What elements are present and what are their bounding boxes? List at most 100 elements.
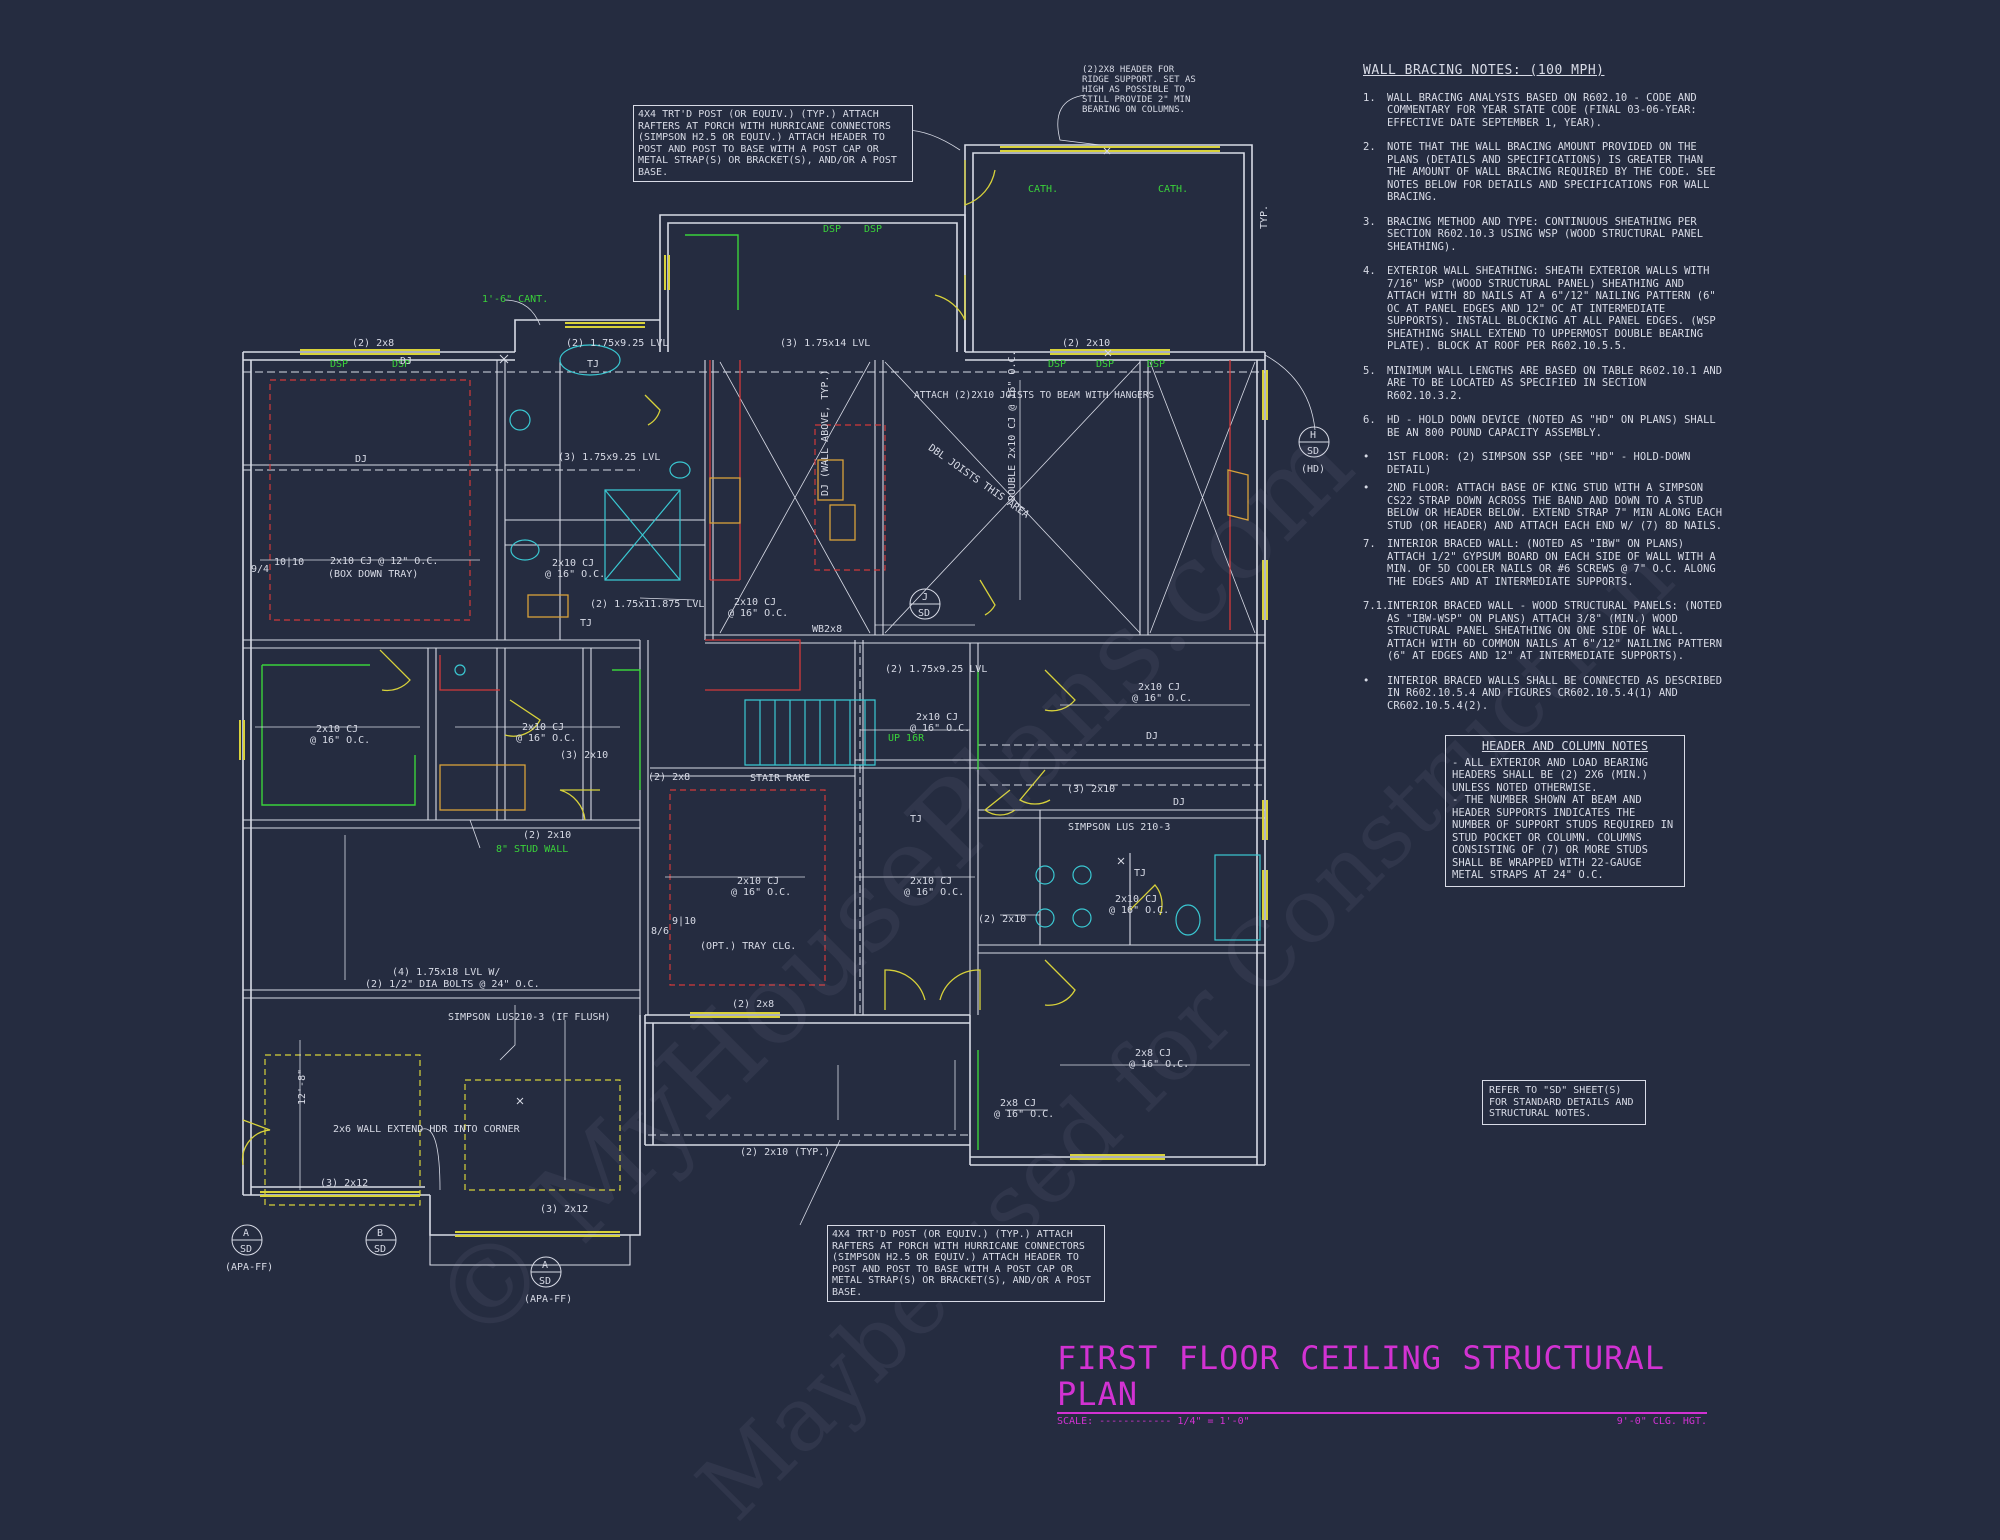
cj-label: 2x10 CJ: [522, 722, 564, 733]
cj-label: 2x10 CJ: [1115, 894, 1157, 905]
scale-label: SCALE: ------------ 1/4" = 1'-0": [1057, 1416, 1250, 1427]
dim-label: 9/4: [251, 564, 269, 575]
kitchen-fixtures: [439, 360, 1231, 691]
header-column-notes: HEADER AND COLUMN NOTES - ALL EXTERIOR A…: [1445, 735, 1685, 887]
cj-label: 2x10 CJ: [737, 876, 779, 887]
up-label: UP 16R: [888, 733, 925, 744]
tag-sheet: SD: [374, 1244, 386, 1255]
tj-label: TJ: [587, 359, 599, 370]
wall-bracing-item: 6.HD - HOLD DOWN DEVICE (NOTED AS "HD" O…: [1363, 414, 1728, 439]
opt-tray-label: (OPT.) TRAY CLG.: [700, 941, 796, 952]
simpson-label: SIMPSON LUS210-3 (IF FLUSH): [448, 1012, 611, 1023]
header-note-line: - THE NUMBER SHOWN AT BEAM AND HEADER SU…: [1452, 794, 1674, 881]
oc-label: @ 16" O.C.: [545, 569, 605, 580]
note-text: BRACING METHOD AND TYPE: CONTINUOUS SHEA…: [1387, 215, 1704, 253]
cj-label: 2x10 CJ: [734, 597, 776, 608]
porch-post-callout-top: 4X4 TRT'D POST (OR EQUIV.) (TYP.) ATTACH…: [633, 105, 913, 182]
note-number: 5.: [1363, 364, 1376, 377]
note-text: NOTE THAT THE WALL BRACING AMOUNT PROVID…: [1387, 141, 1716, 203]
header-label: (2) 2x10: [1062, 338, 1110, 349]
dsp-label: DSP: [392, 359, 410, 370]
attach-joists-label: ATTACH (2)2X10 JOISTS TO BEAM WITH HANGE…: [914, 390, 1154, 401]
callout-text: (2)2X8 HEADER FOR RIDGE SUPPORT. SET AS …: [1082, 65, 1196, 115]
wall-bracing-item: 1.WALL BRACING ANALYSIS BASED ON R602.10…: [1363, 92, 1728, 130]
stair-and-fixtures: [454, 344, 1261, 941]
stud-wall-label: 8" STUD WALL: [496, 844, 568, 855]
note-number: 2.: [1363, 141, 1376, 153]
drawing-title: FIRST FLOOR CEILING STRUCTURAL PLAN: [1057, 1340, 1707, 1414]
oc-label: @ 16" O.C.: [994, 1109, 1054, 1120]
oc-label: @ 16" O.C.: [1132, 693, 1192, 704]
dimension-arrows: [255, 380, 1250, 1190]
callout-text: 4X4 TRT'D POST (OR EQUIV.) (TYP.) ATTACH…: [638, 109, 897, 178]
header-note-line: - ALL EXTERIOR AND LOAD BEARING HEADERS …: [1452, 756, 1648, 794]
header-label: (3) 2x12: [540, 1204, 588, 1215]
note-text: INTERIOR BRACED WALL - WOOD STRUCTURAL P…: [1387, 600, 1723, 662]
tj-label: TJ: [1134, 868, 1146, 879]
lvl-bolts-label: (2) 1/2" DIA BOLTS @ 24" O.C.: [365, 979, 540, 990]
refer-sd-note: REFER TO "SD" SHEET(S) FOR STANDARD DETA…: [1482, 1080, 1646, 1125]
tj-label: TJ: [580, 618, 592, 629]
cj-label: 2x10 CJ: [1138, 682, 1180, 693]
dim-label: 12'-8": [297, 1069, 308, 1105]
dsp-label: DSP: [1048, 359, 1066, 370]
tag-letter: A: [542, 1260, 548, 1271]
cj-label: 2x8 CJ: [1135, 1048, 1171, 1059]
note-text: MINIMUM WALL LENGTHS ARE BASED ON TABLE …: [1387, 364, 1723, 402]
tj-label: TJ: [910, 814, 922, 825]
lvl-label: (2) 1.75x11.875 LVL: [590, 599, 704, 610]
cj-label: 2x10 CJ: [316, 724, 358, 735]
appliances: [439, 459, 1249, 811]
header-notes-heading: HEADER AND COLUMN NOTES: [1481, 739, 1649, 753]
dj-label: DJ: [1146, 731, 1158, 742]
dim-label: 9|10: [672, 916, 696, 927]
cj-label: 2x8 CJ: [1000, 1098, 1036, 1109]
tag-sheet: SD: [1307, 446, 1319, 457]
note-number: 7.: [1363, 538, 1376, 550]
section-tags: [231, 426, 1330, 1288]
note-number: •: [1363, 451, 1370, 463]
oc-label: @ 16" O.C.: [1129, 1059, 1189, 1070]
wall-bracing-item: 7. INTERIOR BRACED WALL: (NOTED AS "IBW" …: [1363, 538, 1728, 588]
wall-bracing-item: •1ST FLOOR: (2) SIMPSON SSP (SEE "HD" - …: [1363, 451, 1728, 476]
note-text: WALL BRACING ANALYSIS BASED ON R602.10 -…: [1387, 91, 1697, 129]
wall-bracing-item: 7.1.INTERIOR BRACED WALL - WOOD STRUCTUR…: [1363, 600, 1728, 663]
cj-label: 2x10 CJ: [916, 712, 958, 723]
header-label: (2) 2x10: [978, 914, 1026, 925]
cath-label-2: CATH.: [1158, 184, 1188, 195]
wall-bracing-notes: WALL BRACING NOTES: (100 MPH) 1.WALL BRA…: [1363, 63, 1728, 718]
header-label: (3) 2x12: [320, 1178, 368, 1189]
wall-bracing-heading: WALL BRACING NOTES: (100 MPH): [1363, 63, 1605, 78]
tag-sheet: SD: [539, 1276, 551, 1287]
note-text: INTERIOR BRACED WALL: (NOTED AS "IBW" ON…: [1387, 538, 1716, 588]
tag-sheet: SD: [240, 1244, 252, 1255]
dj-label: DJ: [355, 454, 367, 465]
ridge-header-callout: (2)2X8 HEADER FOR RIDGE SUPPORT. SET AS …: [1078, 62, 1206, 118]
lvl-bolts-label: (4) 1.75x18 LVL W/: [392, 967, 500, 978]
cath-label-1: CATH.: [1028, 184, 1058, 195]
double-cj-label: DOUBLE 2x10 CJ @ 16" O.C.: [1007, 350, 1018, 501]
green-outlines: [261, 234, 979, 1150]
tag-apa: (APA-FF): [225, 1262, 273, 1273]
dsp-label: DSP: [330, 359, 348, 370]
lvl-label: (3) 1.75x9.25 LVL: [558, 452, 660, 463]
typ-label: TYP.: [1259, 205, 1270, 229]
lvl-label: (3) 1.75x14 LVL: [780, 338, 870, 349]
header-label: (2) 2x8: [648, 772, 690, 783]
note-number: •: [1363, 482, 1370, 494]
dsp-label: DSP: [864, 224, 882, 235]
drawing-title-block: FIRST FLOOR CEILING STRUCTURAL PLAN SCAL…: [1057, 1340, 1707, 1427]
wall-bracing-list: 1.WALL BRACING ANALYSIS BASED ON R602.10…: [1363, 92, 1728, 713]
header-label: (2) 2x8: [732, 999, 774, 1010]
header-label: (2) 2x10 (TYP.): [740, 1147, 830, 1158]
oc-label: @ 16" O.C.: [904, 887, 964, 898]
header-label: (2) 2x8: [352, 338, 394, 349]
lvl-label: (2) 1.75x9.25 LVL: [885, 664, 987, 675]
post-marks: [499, 147, 1125, 1105]
tag-letter: B: [377, 1228, 383, 1239]
note-number: •: [1363, 674, 1370, 687]
dj-label: DJ: [400, 356, 412, 367]
note-text: HD - HOLD DOWN DEVICE (NOTED AS "HD" ON …: [1387, 414, 1716, 439]
wb-label: WB2x8: [812, 624, 842, 635]
oc-label: @ 16" O.C.: [731, 887, 791, 898]
